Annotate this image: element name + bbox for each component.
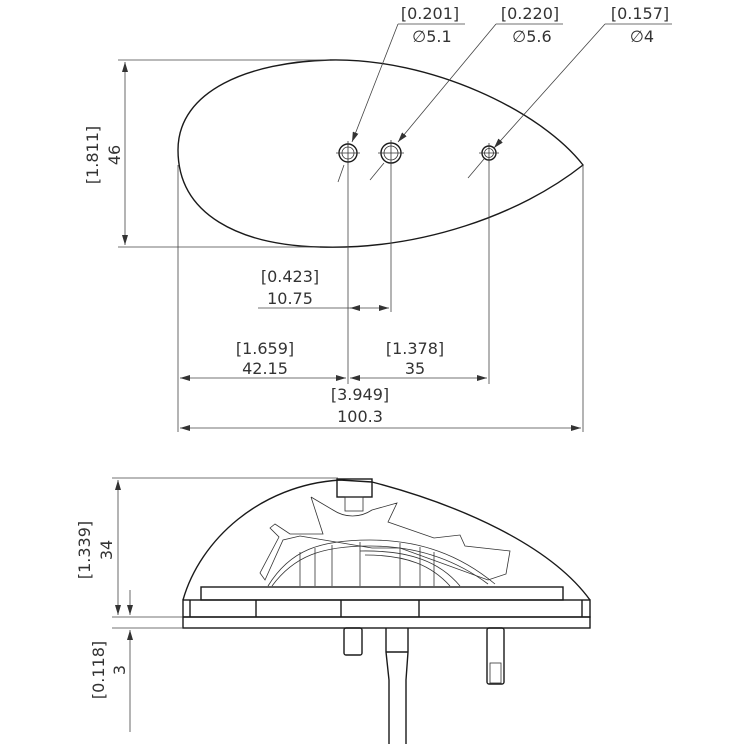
side-height-mm: 34 — [97, 540, 116, 560]
side-height-inch: [1.339] — [75, 521, 94, 579]
hole-2 — [378, 140, 404, 166]
gasket — [182, 616, 591, 629]
hole-1 — [336, 141, 360, 165]
base-plate — [182, 599, 591, 618]
hole-1-diameter-inch: [0.201] — [401, 4, 459, 23]
teardrop-outline — [177, 59, 584, 248]
wire-stem — [385, 628, 409, 744]
hole-1-diameter-mm: ∅5.1 — [412, 27, 451, 46]
top-height-inch: [1.811] — [83, 126, 102, 184]
hole-3-diameter-mm: ∅4 — [630, 27, 654, 46]
hole-2-diameter-mm: ∅5.6 — [512, 27, 551, 46]
top-height-mm: 46 — [105, 145, 124, 165]
side-view: [1.339] 34 [0.118] 3 — [75, 477, 591, 744]
overall-length-mm: 100.3 — [337, 407, 383, 426]
top-view: [0.201] ∅5.1 [0.220] ∅5.6 [0.157] ∅4 [1.… — [83, 4, 672, 432]
hole-spacing-inch: [0.423] — [261, 267, 319, 286]
base-thickness-inch: [0.118] — [89, 641, 108, 699]
hole1-to-hole3-inch: [1.378] — [386, 339, 444, 358]
inner-plate — [200, 586, 564, 601]
base-thickness-mm: 3 — [110, 665, 129, 675]
left-to-hole-inch: [1.659] — [236, 339, 294, 358]
hole-spacing-mm: 10.75 — [267, 289, 313, 308]
hole1-to-hole3-mm: 35 — [405, 359, 425, 378]
dome-outline — [182, 479, 591, 601]
hole-3-diameter-inch: [0.157] — [611, 4, 669, 23]
overall-length-inch: [3.949] — [331, 385, 389, 404]
mounting-stud-left — [343, 627, 363, 656]
left-to-hole-mm: 42.15 — [242, 359, 288, 378]
mounting-stud-right — [486, 627, 505, 685]
hole-2-diameter-inch: [0.220] — [501, 4, 559, 23]
